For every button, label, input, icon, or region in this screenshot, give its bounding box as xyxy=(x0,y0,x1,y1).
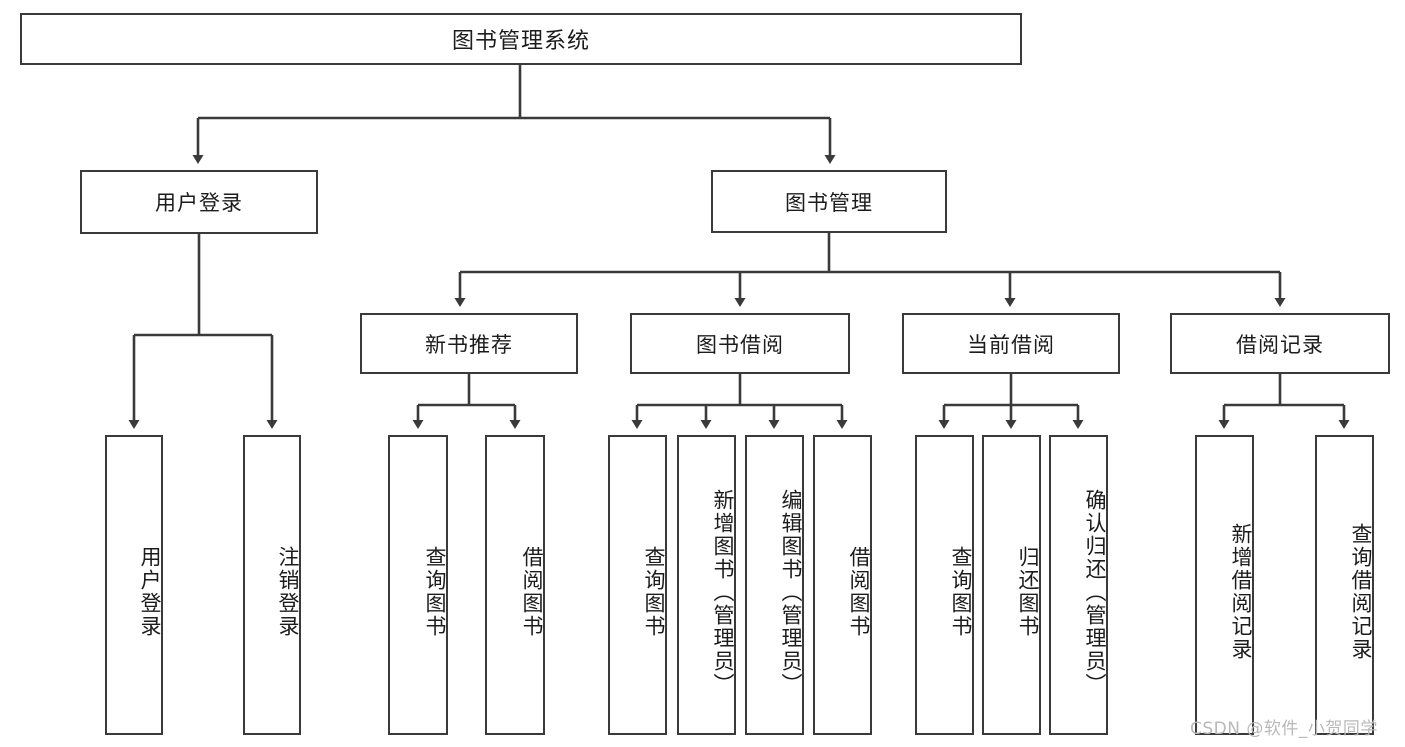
node-leaf-edit-book[interactable]: 编辑图书（管理员） xyxy=(745,435,804,735)
node-leaf-add-book-label: 新增图书（管理员） xyxy=(711,488,735,696)
node-new-book-rec-label: 新书推荐 xyxy=(425,332,513,357)
node-current-borrow[interactable]: 当前借阅 xyxy=(902,313,1120,374)
node-leaf-add-record-label: 新增借阅记录 xyxy=(1229,523,1253,661)
node-root[interactable]: 图书管理系统 xyxy=(20,13,1022,65)
node-user-login[interactable]: 用户登录 xyxy=(80,170,318,234)
node-borrow-record-label: 借阅记录 xyxy=(1236,332,1324,357)
node-leaf-query-book-cur[interactable]: 查询图书 xyxy=(915,435,974,735)
node-leaf-query-book-rec[interactable]: 查询图书 xyxy=(388,435,448,735)
node-current-borrow-label: 当前借阅 xyxy=(967,332,1055,357)
node-borrow-record[interactable]: 借阅记录 xyxy=(1170,313,1390,374)
node-book-manage[interactable]: 图书管理 xyxy=(711,170,947,233)
node-user-login-label: 用户登录 xyxy=(155,191,243,215)
node-leaf-add-book[interactable]: 新增图书（管理员） xyxy=(677,435,736,735)
node-leaf-user-login[interactable]: 用户登录 xyxy=(105,435,163,735)
node-leaf-borrow-book-rec[interactable]: 借阅图书 xyxy=(485,435,545,735)
node-leaf-borrow-book-rec-label: 借阅图书 xyxy=(520,546,544,638)
node-leaf-query-record[interactable]: 查询借阅记录 xyxy=(1315,435,1374,735)
node-leaf-query-record-label: 查询借阅记录 xyxy=(1349,523,1373,661)
node-leaf-query-book-borrow[interactable]: 查询图书 xyxy=(608,435,667,735)
node-leaf-logout[interactable]: 注销登录 xyxy=(243,435,301,735)
node-leaf-confirm-return-label: 确认归还（管理员） xyxy=(1083,488,1107,696)
node-leaf-edit-book-label: 编辑图书（管理员） xyxy=(779,488,803,696)
csdn-watermark: CSDN @软件_小贺同学 xyxy=(1190,719,1378,739)
node-leaf-query-book-cur-label: 查询图书 xyxy=(949,546,973,638)
node-leaf-add-record[interactable]: 新增借阅记录 xyxy=(1195,435,1254,735)
node-leaf-user-login-label: 用户登录 xyxy=(138,546,162,638)
node-book-borrow-label: 图书借阅 xyxy=(696,332,784,357)
node-leaf-confirm-return[interactable]: 确认归还（管理员） xyxy=(1049,435,1108,735)
node-leaf-borrow-book-label: 借阅图书 xyxy=(847,546,871,638)
node-leaf-query-book-borrow-label: 查询图书 xyxy=(642,546,666,638)
node-book-manage-label: 图书管理 xyxy=(785,190,873,215)
node-leaf-query-book-rec-label: 查询图书 xyxy=(423,546,447,638)
node-book-borrow[interactable]: 图书借阅 xyxy=(630,313,850,374)
node-leaf-return-book[interactable]: 归还图书 xyxy=(982,435,1041,735)
node-leaf-return-book-label: 归还图书 xyxy=(1016,546,1040,638)
node-root-label: 图书管理系统 xyxy=(451,29,590,54)
node-leaf-logout-label: 注销登录 xyxy=(276,546,300,638)
node-new-book-rec[interactable]: 新书推荐 xyxy=(360,313,578,374)
node-leaf-borrow-book[interactable]: 借阅图书 xyxy=(813,435,872,735)
